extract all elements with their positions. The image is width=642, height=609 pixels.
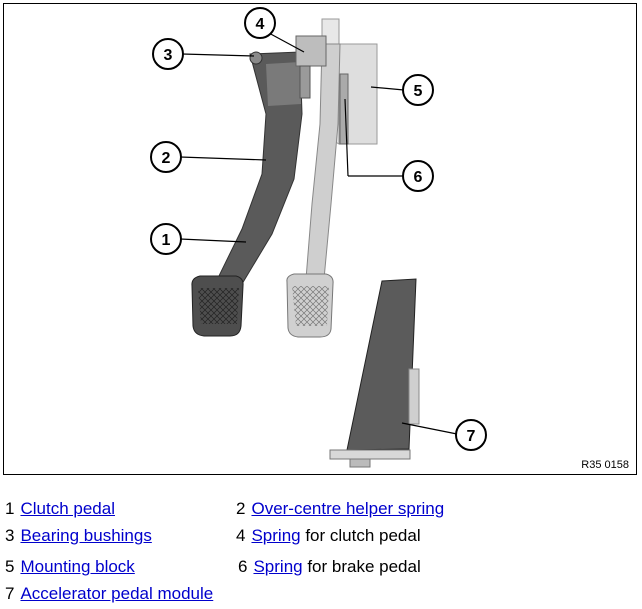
spring-clutch-link[interactable]: Spring bbox=[251, 526, 301, 545]
legend-text: for clutch pedal bbox=[300, 526, 421, 545]
callout-2-label: 2 bbox=[162, 150, 171, 167]
callout-6: 6 bbox=[402, 160, 434, 192]
legend-number: 7 bbox=[5, 584, 15, 603]
over-centre-helper-spring-link[interactable]: Over-centre helper spring bbox=[251, 499, 445, 518]
legend-item-3: 3 Bearing bushings bbox=[5, 526, 152, 546]
legend-item-6: 6 Spring for brake pedal bbox=[238, 557, 421, 577]
legend-number: 3 bbox=[5, 526, 15, 545]
callout-6-label: 6 bbox=[414, 169, 423, 186]
legend-number: 1 bbox=[5, 499, 15, 518]
callout-7: 7 bbox=[455, 419, 487, 451]
callout-1: 1 bbox=[150, 223, 182, 255]
callout-5-label: 5 bbox=[414, 83, 423, 100]
callout-7-label: 7 bbox=[467, 428, 476, 445]
spring-brake-link[interactable]: Spring bbox=[253, 557, 303, 576]
leader-lines bbox=[179, 31, 458, 435]
legend-text: for brake pedal bbox=[302, 557, 421, 576]
brake-pedal-shape bbox=[286, 43, 341, 338]
callout-4: 4 bbox=[244, 7, 276, 39]
legend-number: 5 bbox=[5, 557, 15, 576]
bearing-bushings-link[interactable]: Bearing bushings bbox=[20, 526, 152, 545]
legend-item-2: 2 Over-centre helper spring bbox=[236, 499, 444, 519]
clutch-pedal-link[interactable]: Clutch pedal bbox=[20, 499, 115, 518]
callout-2: 2 bbox=[150, 141, 182, 173]
legend-number: 2 bbox=[236, 499, 246, 518]
pedal-assembly-figure: 3 4 5 2 6 1 7 R35 0158 bbox=[3, 3, 637, 475]
callout-1-label: 1 bbox=[162, 232, 171, 249]
clutch-pedal-shape bbox=[191, 51, 303, 337]
accelerator-pedal-module-link[interactable]: Accelerator pedal module bbox=[20, 584, 214, 603]
callout-3-label: 3 bbox=[164, 47, 173, 64]
legend-item-1: 1 Clutch pedal bbox=[5, 499, 115, 519]
legend-item-5: 5 Mounting block bbox=[5, 557, 135, 577]
callout-5: 5 bbox=[402, 74, 434, 106]
figure-id-label: R35 0158 bbox=[581, 459, 629, 471]
pedal-illustration: 3 4 5 2 6 1 7 bbox=[150, 7, 487, 468]
legend-number: 4 bbox=[236, 526, 246, 545]
mounting-block-link[interactable]: Mounting block bbox=[20, 557, 135, 576]
callout-3: 3 bbox=[152, 38, 184, 70]
legend-item-7: 7 Accelerator pedal module bbox=[5, 584, 213, 604]
callout-4-label: 4 bbox=[256, 16, 265, 33]
legend-item-4: 4 Spring for clutch pedal bbox=[236, 526, 421, 546]
accelerator-pedal-shape bbox=[329, 278, 420, 468]
legend-number: 6 bbox=[238, 557, 248, 576]
